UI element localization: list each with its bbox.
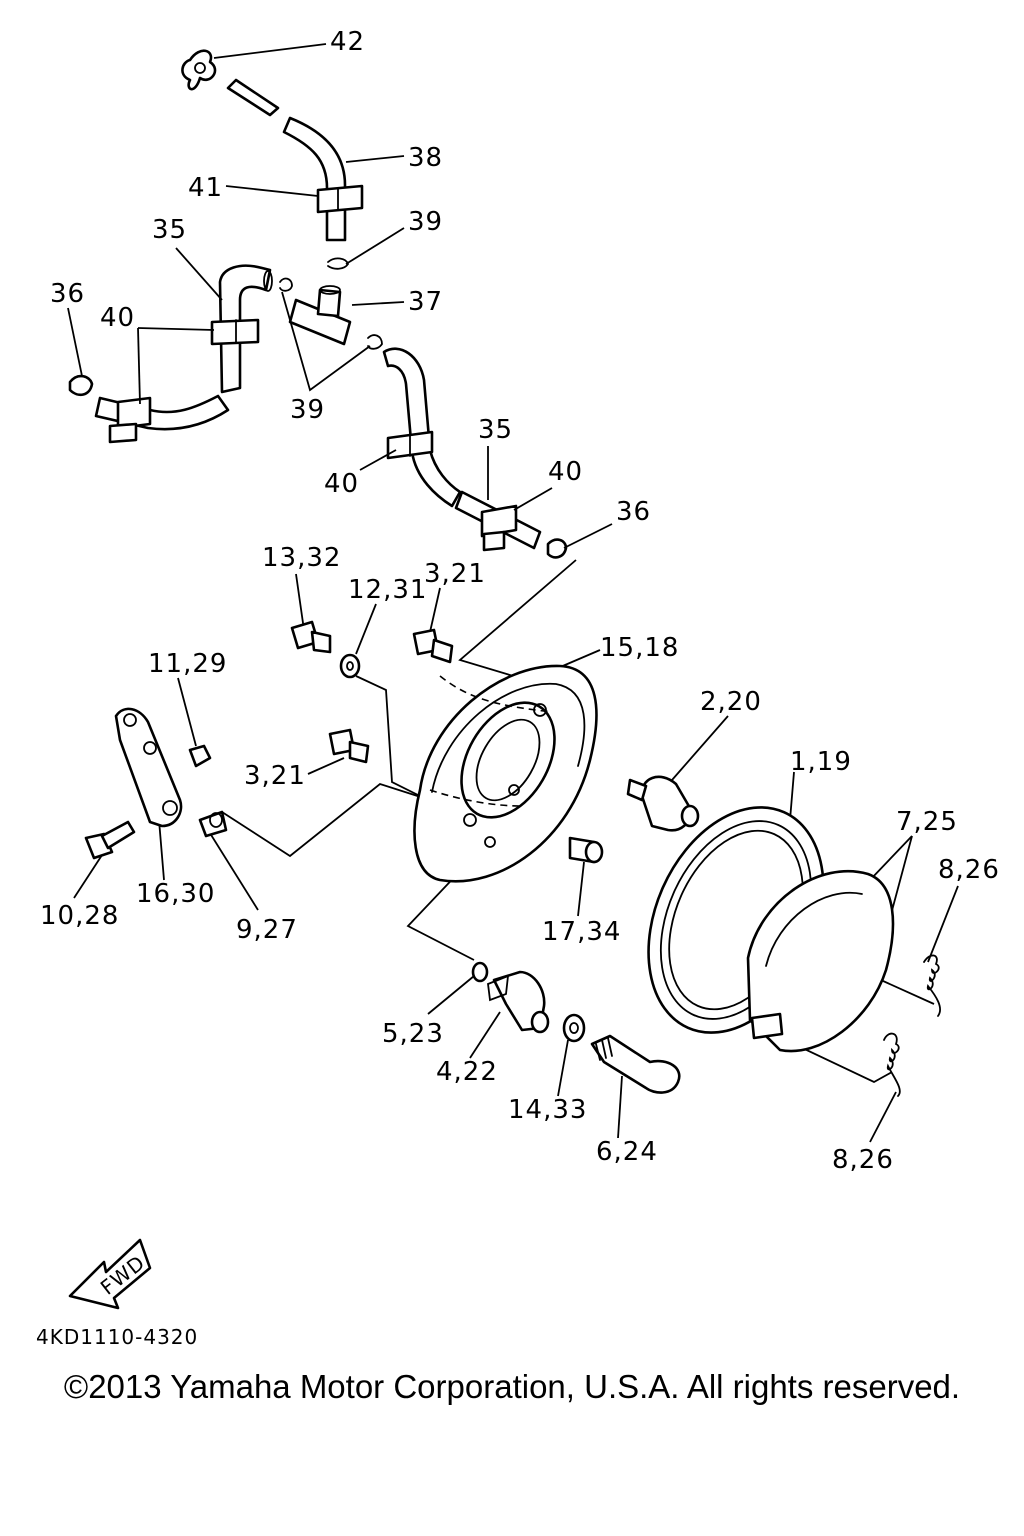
callout-16-30: 16,30 [136, 879, 215, 909]
copyright-notice: ©2013 Yamaha Motor Corporation, U.S.A. A… [63, 1368, 961, 1405]
callout-1-19: 1,19 [790, 747, 852, 777]
callout-9-27: 9,27 [236, 915, 298, 945]
callout-41: 41 [188, 173, 223, 203]
callout-5-23: 5,23 [382, 1019, 444, 1049]
bolt-10 [84, 820, 136, 860]
callout-36-right: 36 [616, 497, 651, 527]
diagram-code: 4KD1110-4320 [36, 1325, 198, 1349]
breather-hose-35-left [218, 264, 273, 394]
indicator-plate-9 [198, 810, 228, 838]
clip-39-upper [327, 257, 349, 270]
callout-6-24: 6,24 [596, 1137, 658, 1167]
spring-8-upper [923, 954, 941, 1017]
spring-8-lower [883, 1032, 901, 1097]
callout-40-mid: 40 [324, 469, 359, 499]
callout-38: 38 [408, 143, 443, 173]
hose-holder-41 [316, 184, 364, 214]
camshaft-6 [590, 1034, 681, 1094]
callout-10-28: 10,28 [40, 901, 119, 931]
brake-cam-4 [487, 970, 550, 1034]
hose-clamp-36-left [68, 374, 94, 397]
callout-39-lower: 39 [290, 395, 325, 425]
callout-3-21-upper: 3,21 [424, 559, 486, 589]
callout-35-upper: 35 [152, 215, 187, 245]
brake-shoe-7 [746, 869, 895, 1053]
callout-17-34: 17,34 [542, 917, 621, 947]
callout-labels: 42 38 41 39 35 37 36 40 39 35 40 40 36 1… [40, 27, 1000, 1175]
washer-12 [339, 653, 361, 679]
nut-11 [188, 744, 212, 768]
bolt-3-upper [412, 628, 454, 664]
callout-13-32: 13,32 [262, 543, 341, 573]
callout-4-22: 4,22 [436, 1057, 498, 1087]
clip-39-mid [279, 277, 293, 292]
callout-7-25: 7,25 [896, 807, 958, 837]
fwd-direction-arrow: FWD [68, 1238, 152, 1310]
callout-40-left: 40 [100, 303, 135, 333]
bolt-13 [290, 620, 332, 654]
brake-cam-2 [626, 775, 700, 832]
bolt-3-lower [328, 728, 370, 764]
callout-37: 37 [408, 287, 443, 317]
plug-17 [568, 836, 604, 864]
callout-12-31: 12,31 [348, 575, 427, 605]
callout-11-29: 11,29 [148, 649, 227, 679]
washer-14 [562, 1013, 586, 1043]
hose-holder-40-right [480, 504, 518, 552]
hose-clamp-42 [181, 49, 217, 91]
callout-3-21-lower: 3,21 [244, 761, 306, 791]
leader-lines [67, 43, 959, 1143]
o-ring-5 [471, 961, 489, 983]
breather-hose-38 [226, 78, 347, 242]
callout-8-26-upper: 8,26 [938, 855, 1000, 885]
hose-holder-40-upper [210, 318, 260, 346]
hose-clamp-36-right [546, 538, 568, 559]
breather-hose-35-lower-left [94, 394, 230, 431]
callout-39-upper: 39 [408, 207, 443, 237]
callout-2-20: 2,20 [700, 687, 762, 717]
cam-lever-16 [114, 707, 183, 828]
callout-8-26-lower: 8,26 [832, 1145, 894, 1175]
clip-39-lower [367, 334, 383, 350]
joint-37 [288, 285, 352, 346]
callout-35-lower: 35 [478, 415, 513, 445]
callout-15-18: 15,18 [600, 633, 679, 663]
callout-14-33: 14,33 [508, 1095, 587, 1125]
callout-42: 42 [330, 27, 365, 57]
hose-holder-40-mid [386, 430, 434, 460]
callout-40-right: 40 [548, 457, 583, 487]
callout-36-left: 36 [50, 279, 85, 309]
brake-panel-15 [413, 664, 598, 883]
